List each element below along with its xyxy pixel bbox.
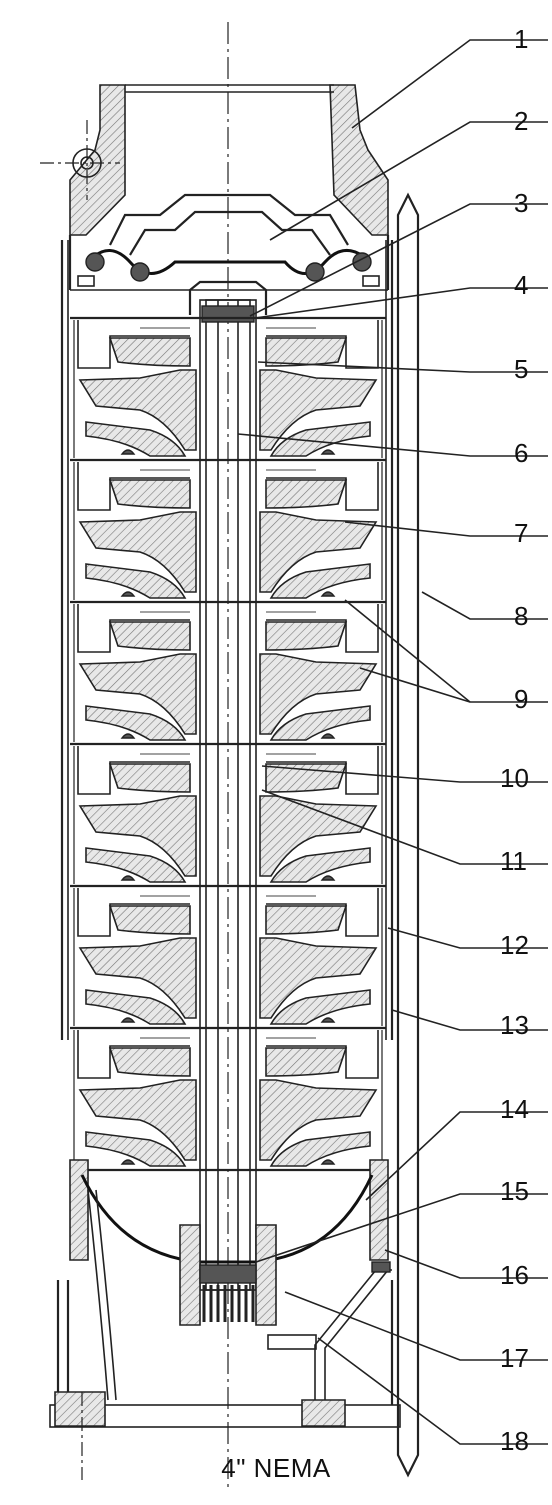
- callout-6: 6: [514, 438, 528, 468]
- discharge-head: [40, 84, 390, 290]
- callout-10: 10: [500, 763, 529, 793]
- pump-shaft: [188, 280, 268, 1291]
- callout-16: 16: [500, 1260, 529, 1290]
- callout-9: 9: [514, 684, 528, 714]
- callout-14: 14: [500, 1094, 529, 1124]
- callout-5: 5: [514, 354, 528, 384]
- callout-18: 18: [500, 1426, 529, 1456]
- callout-17: 17: [500, 1343, 529, 1373]
- callout-11: 11: [500, 846, 527, 876]
- callout-8: 8: [514, 601, 528, 631]
- check-valve: [77, 193, 380, 287]
- callout-2: 2: [514, 106, 528, 136]
- callout-3: 3: [514, 188, 528, 218]
- callout-labels: 1 2 3 4 5 6 7 8 9 10 11 12 13 14 15 16 1…: [500, 24, 529, 1456]
- coupling-splines: [202, 1285, 255, 1322]
- callout-leaders: [237, 39, 548, 1445]
- callout-15: 15: [500, 1176, 529, 1206]
- callout-7: 7: [514, 518, 528, 548]
- callout-1: 1: [514, 24, 528, 54]
- callout-12: 12: [500, 930, 529, 960]
- impeller-stages: [70, 316, 386, 1172]
- callout-13: 13: [500, 1010, 529, 1040]
- suction-interconnector: [49, 1159, 401, 1480]
- cable-guard: [396, 192, 420, 1478]
- callout-4: 4: [514, 270, 528, 300]
- diagram-caption: 4" NEMA: [221, 1453, 331, 1483]
- pump-shell: [60, 240, 394, 1040]
